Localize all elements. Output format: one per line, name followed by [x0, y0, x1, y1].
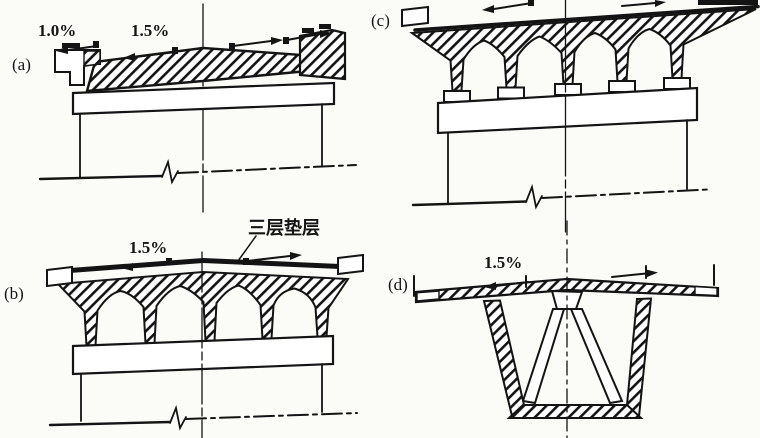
ground-line-dashdot: [541, 188, 709, 199]
slope-arrow-right-icon: [283, 30, 332, 44]
right-end-block: [337, 253, 364, 276]
deck-tip-right: [694, 285, 718, 297]
break-symbol: [169, 404, 187, 431]
slope-arrow-left-icon: [482, 0, 534, 13]
right-curb: [298, 28, 347, 81]
panel-a-label: (a): [12, 55, 31, 74]
panel-c-label: (c): [371, 11, 390, 30]
slope-arrow-right-icon: [229, 37, 283, 50]
cushion-layer: [70, 258, 340, 273]
left-end-block: [401, 5, 429, 28]
slope-arrow-right-icon: [621, 0, 666, 7]
left-curb-hatch: [83, 50, 101, 67]
ground-line: [48, 420, 172, 427]
web-left-hatched: [482, 299, 526, 418]
panel-b-tbeam-cross-section: (b) 1.5% 三层垫层: [4, 217, 364, 438]
slope-label-a-1: 1.0%: [38, 21, 76, 40]
right-curb-tick: [302, 28, 314, 33]
break-symbol: [525, 183, 543, 210]
inner-strut-left: [521, 308, 566, 405]
bearing-pad: [663, 77, 691, 90]
slope-arrow-left-icon: [123, 47, 178, 61]
slope-label-d-1: 1.5%: [484, 253, 522, 272]
slope-arrow-left-icon: [484, 275, 529, 290]
left-curb-tick: [62, 43, 80, 48]
deck-tip-left: [416, 290, 440, 302]
slope-arrow-left-icon: [56, 41, 99, 54]
slope-arrow-right-icon: [611, 265, 658, 279]
bottom-slab-hatched: [506, 404, 644, 419]
panel-d-box-girder-cross-section: (d) 1.5%: [388, 220, 720, 438]
ground-line: [411, 200, 528, 207]
callout-leader: [237, 235, 257, 262]
pier-cap: [436, 86, 699, 135]
panel-b-label: (b): [4, 284, 24, 303]
slope-arrow-left-icon: [121, 258, 172, 271]
tbeam-hatched: [55, 270, 350, 348]
pier-cap: [71, 81, 336, 116]
bearing-pad: [554, 83, 582, 96]
ground-line-dashdot: [177, 164, 357, 174]
bearing-pad: [608, 80, 636, 93]
panel-a-slab-cross-section: (a) 1.0% 1.5%: [12, 3, 357, 213]
slope-arrow-right-icon: [243, 252, 302, 265]
tbeam-hatched: [409, 8, 757, 93]
deck-surface-line: [413, 4, 760, 32]
bearing-pad: [497, 86, 525, 100]
cushion-callout-label: 三层垫层: [248, 217, 320, 239]
break-symbol: [161, 158, 179, 185]
ground-line: [38, 174, 164, 181]
right-curb-tick: [319, 24, 331, 29]
left-end-block: [46, 265, 73, 288]
pier-cap: [71, 334, 335, 376]
slope-label-a-2: 1.5%: [131, 21, 169, 40]
panel-c-tbeam-on-pads-cross-section: (c): [371, 0, 760, 233]
inner-strut-right: [569, 308, 624, 405]
web-right-hatched: [625, 297, 653, 419]
ground-line-dashdot: [185, 412, 358, 420]
panel-d-label: (d): [388, 275, 408, 294]
slope-label-b-1: 1.5%: [129, 238, 167, 257]
right-curb-cut: [698, 0, 758, 5]
